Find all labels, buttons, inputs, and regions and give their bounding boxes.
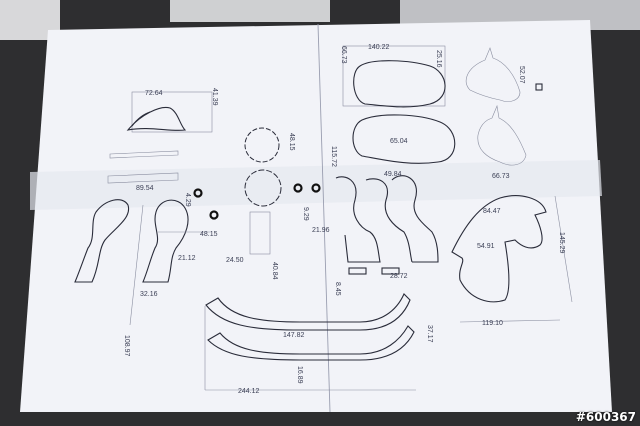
fold-line [317, 23, 331, 413]
blade-shape: 72.64 41.39 [126, 88, 218, 133]
washer-shapes: 4.29 9.29 [184, 183, 321, 221]
dimension-label: 40.84 [271, 262, 278, 280]
strip-shape-2: 89.54 [107, 172, 179, 192]
seat-shapes: 66.73 140.22 25.16 65.04 [340, 44, 456, 164]
horse-head-shapes: 52.07 66.73 [465, 47, 543, 180]
dimension-label: 66.73 [492, 173, 510, 180]
dimension-label: 48.15 [288, 133, 295, 151]
circle-shapes: 48.15 [244, 127, 295, 207]
paper-sheet [20, 20, 612, 412]
rocker-shapes: 147.82 16.89 244.12 37.17 [204, 293, 433, 395]
dimension-label: 21.12 [178, 255, 196, 262]
dimension-label: 21.96 [312, 227, 330, 234]
strip-shape [109, 150, 179, 159]
dimension-label: 52.07 [518, 66, 525, 84]
dimension-label: 41.39 [211, 88, 218, 106]
large-rocker-piece: 84.47 54.91 145.29 119.10 [451, 195, 573, 327]
rectangle-pieces: 24.50 40.84 8.45 28.72 [226, 211, 408, 296]
dimension-label: 54.91 [477, 243, 495, 250]
watermark-id: #600367 [575, 410, 636, 424]
dimension-label: 65.04 [390, 138, 408, 145]
leg-shapes: 48.15 21.12 32.16 108.97 [74, 199, 218, 357]
dimension-label: 4.29 [184, 193, 191, 207]
dimension-label: 84.47 [483, 208, 501, 215]
dimension-label: 32.16 [140, 291, 158, 298]
dimension-label: 145.29 [558, 232, 565, 254]
dimension-label: 16.89 [296, 366, 303, 384]
dimension-label: 48.15 [200, 231, 218, 238]
dimension-label: 140.22 [368, 44, 390, 51]
dimension-label: 119.10 [482, 320, 503, 327]
dimension-label: 28.72 [390, 273, 408, 280]
dimension-label: 147.82 [283, 332, 305, 339]
dimension-label: 108.97 [123, 335, 130, 357]
dimension-label: 115.72 [330, 146, 337, 167]
dimension-label: 66.73 [340, 46, 347, 64]
background-stripe [170, 0, 330, 22]
dimension-label: 25.16 [435, 50, 442, 68]
dimension-label: 9.29 [302, 207, 309, 221]
curved-leg-shapes: 21.96 115.72 49.84 [312, 146, 439, 263]
dimension-label: 244.12 [238, 388, 260, 395]
dimension-label: 72.64 [145, 90, 163, 97]
dimension-label: 37.17 [426, 325, 433, 343]
dimension-label: 89.54 [136, 185, 154, 192]
dimension-label: 8.45 [334, 282, 341, 296]
dimension-label: 49.84 [384, 171, 402, 178]
dimension-label: 24.50 [226, 257, 244, 264]
